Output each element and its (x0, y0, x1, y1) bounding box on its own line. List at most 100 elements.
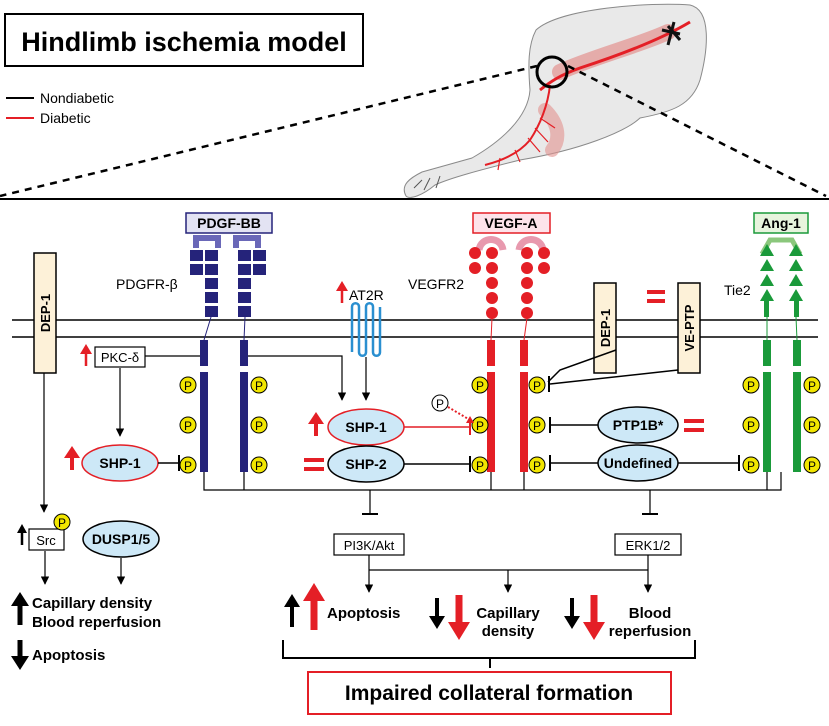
svg-text:P: P (184, 419, 192, 433)
veptp-box (677, 282, 701, 374)
svg-text:P: P (747, 459, 755, 473)
svg-text:P: P (255, 459, 263, 473)
phospho-tie2-right-1: P (803, 376, 821, 394)
outcome-apoptosis: Apoptosis (327, 605, 400, 622)
page-title: Hindlimb ischemia model (21, 27, 347, 57)
dep1-mid-box (593, 282, 617, 374)
dep1-left-label: DEP-1 (38, 294, 53, 332)
svg-text:P: P (436, 397, 444, 411)
zoom-line-right (567, 64, 827, 198)
left-outcome-up-arrow (11, 592, 29, 625)
svg-text:P: P (533, 459, 541, 473)
pkc-box (94, 346, 146, 368)
dep1-left-box (33, 252, 57, 374)
left-outcome-down-arrow (11, 640, 29, 670)
ptp1b-equal-sign (684, 419, 704, 423)
ang1-ligand-box (753, 212, 809, 234)
vegf-dimer-left (475, 236, 507, 252)
shp2-label: SHP-2 (345, 456, 386, 472)
svg-text:P: P (747, 419, 755, 433)
phospho-released: P (431, 394, 449, 412)
phospho-tie2-right-3: P (803, 456, 821, 474)
svg-text:P: P (808, 379, 816, 393)
title-box (4, 13, 364, 67)
pdgf-ligand-label: PDGF-BB (197, 215, 261, 231)
tie2-label: Tie2 (724, 282, 751, 298)
legend-label-nondiabetic: Nondiabetic (40, 90, 114, 106)
left-outcome-capillary: Capillary density (32, 595, 153, 612)
veptp-label: VE-PTP (682, 304, 697, 351)
pdgfr-receptor-left (190, 250, 218, 472)
legend-label-diabetic: Diabetic (40, 110, 91, 126)
svg-text:P: P (476, 459, 484, 473)
hindlimb-illustration (403, 3, 707, 198)
dep1-inhibit-line (547, 349, 617, 383)
phospho-vegfr-left-2: P (471, 416, 489, 434)
dusp-label: DUSP1/5 (92, 531, 151, 547)
phospho-tie2-left-3: P (742, 456, 760, 474)
tie2-receptor-right (789, 244, 803, 472)
phospho-pdgfr-left-2: P (179, 416, 197, 434)
equal-sign-veptp (647, 290, 665, 294)
svg-text:P: P (533, 379, 541, 393)
undefined-label: Undefined (604, 455, 672, 471)
phospho-vegfr-left-3: P (471, 456, 489, 474)
dephospho-dotted-arrow (447, 406, 471, 421)
conclusion-label: Impaired collateral formation (345, 682, 633, 705)
svg-text:P: P (476, 379, 484, 393)
phospho-vegfr-left-1: P (471, 376, 489, 394)
shp1-mid-label: SHP-1 (345, 419, 386, 435)
phospho-tie2-left-1: P (742, 376, 760, 394)
phospho-tie2-right-2: P (803, 416, 821, 434)
outcome-capillary-2: density (482, 623, 535, 640)
svg-text:P: P (58, 516, 66, 530)
erk-label: ERK1/2 (626, 538, 671, 553)
phospho-group: P P P P P P P P P P P P P P P P P P P (179, 376, 821, 474)
phospho-pdgfr-left-3: P (179, 456, 197, 474)
receptor-bracket (203, 472, 782, 491)
vegf-dimer-right (515, 236, 547, 252)
shp2-equal-sign (304, 458, 324, 462)
svg-text:P: P (255, 379, 263, 393)
svg-text:P: P (476, 419, 484, 433)
vegf-ligand-label: VEGF-A (485, 215, 538, 231)
left-outcome-reperfusion: Blood reperfusion (32, 614, 161, 631)
phospho-pdgfr-right-3: P (250, 456, 268, 474)
outcome-bracket (282, 640, 696, 659)
dep1-mid-label: DEP-1 (598, 309, 613, 347)
phospho-pdgfr-right-1: P (250, 376, 268, 394)
outcome-reperfusion-2: reperfusion (609, 623, 692, 640)
phospho-vegfr-right-1: P (528, 376, 546, 394)
vegfr2-receptor-left (469, 247, 498, 472)
reperfusion-down-arrows (564, 595, 605, 640)
vegf-ligand-box (472, 212, 551, 234)
tie2-receptor-left (760, 244, 774, 472)
dusp-node (82, 520, 160, 558)
phospho-src: P (53, 513, 71, 531)
vegfr2-label: VEGFR2 (408, 276, 464, 292)
svg-text:P: P (533, 419, 541, 433)
pi3k-label: PI3K/Akt (344, 538, 395, 553)
vegfr2-receptor-right (520, 247, 550, 472)
ang1-ligand-label: Ang-1 (761, 215, 801, 231)
conclusion-box (307, 671, 672, 715)
phospho-pdgfr-right-2: P (250, 416, 268, 434)
pdgf-ligand-box (185, 212, 273, 234)
phospho-pdgfr-left-1: P (179, 376, 197, 394)
at2r-label: AT2R (349, 287, 384, 303)
svg-text:P: P (808, 459, 816, 473)
left-outcome-apoptosis: Apoptosis (32, 647, 105, 664)
apoptosis-up-arrows (284, 583, 325, 630)
phospho-vegfr-right-2: P (528, 416, 546, 434)
veptp-inhibit-line (549, 369, 679, 385)
pdgf-dimer-right (233, 235, 261, 248)
svg-text:P: P (808, 419, 816, 433)
ptp1b-node (597, 406, 679, 444)
zoom-line-left (0, 64, 538, 198)
svg-text:P: P (255, 419, 263, 433)
outcome-reperfusion-1: Blood (629, 605, 672, 622)
pdgf-dimer-left (193, 235, 221, 248)
pdgfr-receptor-right (238, 250, 266, 472)
svg-text:P: P (184, 379, 192, 393)
